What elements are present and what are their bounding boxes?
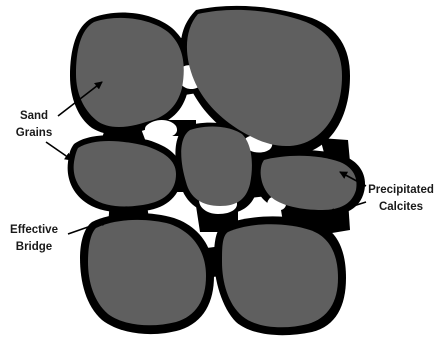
sand-grain (76, 18, 184, 127)
label-precipitated-calcites-line-2: Calcites (362, 199, 440, 216)
label-effective-bridge-line-2: Bridge (2, 239, 66, 256)
label-sand-grains-line-1: Sand (4, 108, 64, 125)
sand-grains (74, 10, 357, 327)
sand-grain (181, 127, 252, 206)
label-precipitated-calcites: Precipitated Calcites (362, 182, 440, 216)
label-effective-bridge: Effective Bridge (2, 222, 66, 256)
label-effective-bridge-line-1: Effective (2, 222, 66, 239)
sand-grain (222, 224, 338, 327)
label-sand-grains-line-2: Grains (4, 125, 64, 142)
arrow-sand-lower (46, 142, 72, 160)
label-precipitated-calcites-line-1: Precipitated (362, 182, 440, 199)
label-sand-grains: Sand Grains (4, 108, 64, 142)
sand-grain (88, 220, 206, 325)
